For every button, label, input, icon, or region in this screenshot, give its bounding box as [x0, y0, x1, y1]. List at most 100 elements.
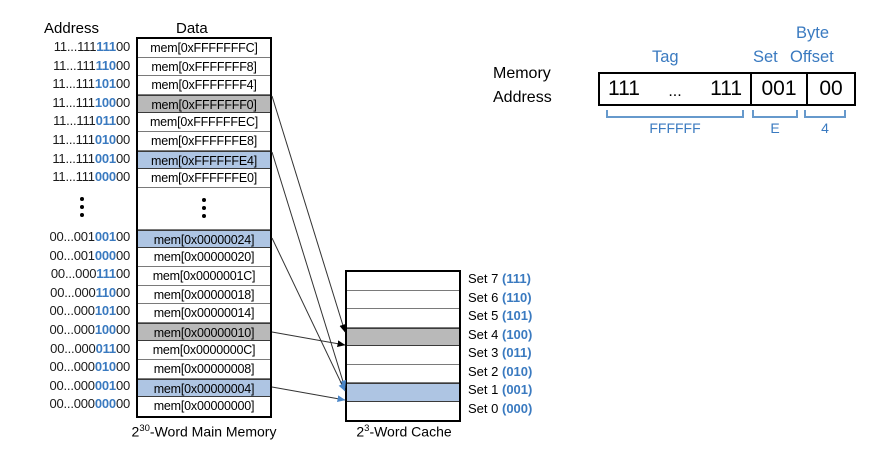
memory-upper-address-0: 11...11111100 — [53, 39, 130, 54]
cache-set-label-3: Set 4 (100) — [468, 326, 532, 345]
cache-row-5 — [347, 364, 459, 383]
cache-set-name: Set 0 — [468, 400, 499, 416]
main-memory-caption: 230-Word Main Memory — [124, 423, 284, 440]
byte-offset-field: 00 — [819, 77, 843, 100]
arrow-ffe4-to-set1 — [271, 151, 347, 389]
cache-set-label-0: Set 7 (111) — [468, 270, 532, 289]
set-field-label: Set — [753, 48, 778, 66]
cache-set-name: Set 5 — [468, 308, 499, 323]
tag-field-label: Tag — [652, 48, 679, 66]
memory-upper-row-4: mem[0xFFFFFFEC] — [138, 113, 270, 132]
memory-address-label-line1: Memory — [493, 65, 551, 82]
cache-set-label-2: Set 5 (101) — [468, 307, 532, 326]
memory-lower-address-4: 00...00010100 — [49, 303, 130, 319]
arrow-0004-to-set1 — [271, 386, 346, 403]
set-field: 001 — [752, 74, 808, 104]
cache-table — [345, 270, 461, 422]
memory-lower-row-9: mem[0x00000000] — [138, 397, 270, 416]
memory-upper-address-5: 11...11101000 — [52, 131, 130, 147]
memory-upper-address-1: 11...11111000 — [53, 57, 130, 73]
memory-upper-row-7: mem[0xFFFFFFE0] — [138, 169, 270, 188]
memory-caption-text: -Word Main Memory — [149, 423, 277, 440]
memory-lower-address-8: 00...00000100 — [49, 377, 130, 393]
tag-field: 111 ... 111 — [600, 74, 752, 104]
memory-lower-row-3: mem[0x00000018] — [138, 285, 270, 305]
memory-lower-row-8: mem[0x00000004] — [138, 378, 270, 398]
memory-lower-row-2: mem[0x0000001C] — [138, 266, 270, 286]
tag-bracket — [606, 110, 744, 118]
memory-lower-address-9: 00...00000000 — [49, 396, 130, 412]
address-column-header: Address — [44, 20, 100, 37]
cache-caption-text: -Word Cache — [369, 423, 452, 440]
cache-row-6 — [347, 383, 459, 402]
cache-set-label-4: Set 3 (011) — [468, 344, 532, 363]
memory-lower-address-2: 00...00011100 — [50, 266, 130, 282]
cache-set-name: Set 2 — [468, 363, 499, 379]
memory-upper-address-2: 11...11110100 — [52, 76, 130, 92]
cache-set-label-1: Set 6 (110) — [468, 289, 532, 308]
tag-hex-label: FFFFFF — [649, 120, 701, 136]
arrow-fff0-to-set4 — [271, 95, 347, 333]
memory-caption-base: 2 — [131, 423, 140, 440]
memory-upper-address-4: 11...11101100 — [53, 113, 130, 129]
cache-set-name: Set 3 — [468, 345, 499, 360]
byte-label: Byte — [796, 24, 830, 42]
cache-set-name: Set 7 — [468, 271, 499, 286]
cache-set-name: Set 6 — [468, 289, 499, 305]
vertical-dots-icon — [34, 186, 130, 228]
tag-bits-ellipsis: ... — [668, 83, 682, 100]
set-hex-label: E — [770, 120, 780, 136]
main-memory-table: mem[0xFFFFFFFC]mem[0xFFFFFFF8]mem[0xFFFF… — [136, 37, 272, 418]
memory-caption-exponent: 30 — [139, 423, 150, 434]
memory-lower-address-3: 00...00011000 — [50, 284, 130, 300]
memory-upper-row-2: mem[0xFFFFFFF4] — [138, 76, 270, 95]
memory-lower-address-0: 00...00100100 — [49, 229, 130, 244]
memory-upper-address-7: 11...11100000 — [52, 169, 130, 185]
address-field-diagram: 111 ... 111 001 00 — [598, 72, 856, 106]
memory-table-ellipsis-row — [138, 187, 270, 230]
cache-set-bits: (101) — [501, 308, 533, 323]
offset-bracket — [804, 110, 846, 118]
cache-row-2 — [347, 309, 459, 328]
memory-address-label: Memory Address — [493, 62, 552, 110]
memory-lower-address-6: 00...00001100 — [50, 340, 130, 356]
cache-set-label-7: Set 0 (000) — [468, 400, 532, 419]
arrow-0010-to-set4 — [271, 331, 346, 348]
memory-lower-address-5: 00...00010000 — [49, 321, 130, 337]
memory-address-column-lower: 00...00100100 00...00100000 00...00011100 0… — [34, 228, 130, 414]
cache-row-4 — [347, 346, 459, 365]
cache-row-1 — [347, 290, 459, 309]
cache-set-label-6: Set 1 (001) — [468, 381, 532, 400]
set-bracket — [752, 110, 798, 118]
memory-lower-row-0: mem[0x00000024] — [138, 229, 270, 249]
memory-upper-row-1: mem[0xFFFFFFF8] — [138, 57, 270, 77]
memory-upper-address-6: 11...11100100 — [52, 150, 130, 166]
cache-set-bits: (000) — [501, 400, 533, 416]
memory-address-label-line2: Address — [493, 89, 552, 106]
memory-lower-row-5: mem[0x00000010] — [138, 322, 270, 342]
cache-set-name: Set 4 — [468, 326, 499, 342]
cache-set-bits: (001) — [501, 382, 533, 397]
memory-upper-row-5: mem[0xFFFFFFE8] — [138, 131, 270, 151]
data-column-header: Data — [176, 20, 208, 37]
tag-bits-right: 111 — [710, 77, 742, 100]
cache-caption-exponent: 3 — [364, 423, 370, 434]
offset-field-label: Offset — [790, 48, 834, 66]
vertical-dots-icon — [138, 188, 270, 229]
cache-row-3 — [347, 327, 459, 346]
cache-row-7 — [347, 401, 459, 420]
memory-lower-row-1: mem[0x00000020] — [138, 248, 270, 267]
cache-set-bits: (110) — [501, 289, 532, 305]
arrow-0024-to-set1 — [271, 237, 346, 392]
memory-upper-address-3: 11...11110000 — [52, 94, 130, 110]
memory-lower-address-1: 00...00100000 — [49, 247, 130, 263]
memory-lower-address-7: 00...00001000 — [49, 359, 130, 375]
cache-caption-base: 2 — [356, 423, 365, 440]
memory-upper-row-0: mem[0xFFFFFFFC] — [138, 39, 270, 58]
memory-address-column: 11...11111100 11...11111000 11...11110100 1… — [34, 38, 130, 187]
memory-upper-row-3: mem[0xFFFFFFF0] — [138, 94, 270, 114]
cache-caption: 23-Word Cache — [340, 423, 468, 440]
cache-set-bits: (010) — [501, 363, 533, 379]
memory-lower-row-4: mem[0x00000014] — [138, 304, 270, 323]
cache-set-bits: (100) — [501, 326, 533, 342]
